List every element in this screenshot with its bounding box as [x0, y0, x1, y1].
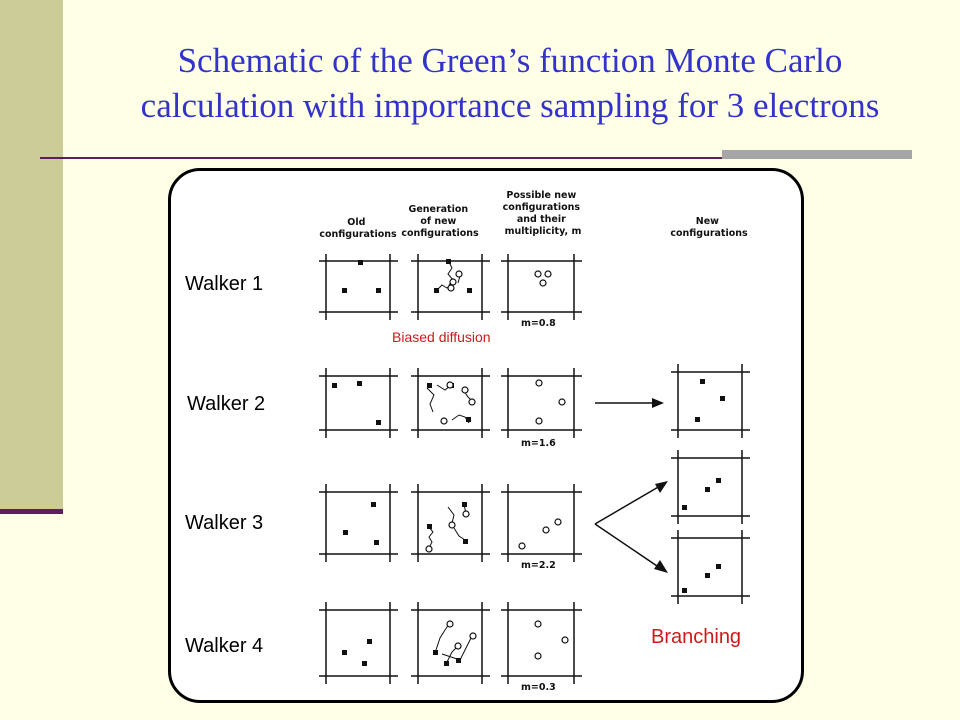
walker-3-generation-points — [425, 502, 470, 553]
header-generation-l1: Generation — [409, 204, 469, 215]
walker-2-copy-arrow — [595, 398, 664, 408]
walker-4-multiplicity: m=0.3 — [521, 682, 556, 693]
walker-2-old-electrons — [332, 381, 381, 425]
walker-4-generation — [411, 602, 490, 684]
walker-2-multiplicity: m=1.6 — [521, 438, 556, 449]
header-generation: Generation of new configurations — [401, 204, 479, 239]
slide-title: Schematic of the Green’s function Monte … — [70, 38, 950, 128]
header-possible-l3: and their — [517, 214, 566, 225]
header-generation-l3: configurations — [401, 228, 479, 239]
header-new-l1: New — [696, 216, 719, 227]
walker-1-generation-points — [434, 259, 472, 293]
walker-1-multiplicity: m=0.8 — [521, 318, 556, 329]
walker-2-label: Walker 2 — [187, 393, 266, 415]
header-old-l2: configurations — [319, 229, 397, 240]
walker-2-possible — [501, 368, 582, 438]
title-line-2: calculation with importance sampling for… — [140, 86, 880, 125]
title-divider-accent — [722, 150, 912, 159]
walker-2-old-config — [319, 368, 398, 438]
header-generation-l2: of new — [420, 216, 456, 227]
walker-4-possible — [501, 602, 582, 684]
walker-2-new-electrons — [695, 379, 725, 422]
header-old: Old configurations — [319, 217, 397, 240]
walker-4-generation-points — [433, 620, 477, 666]
walker-3-possible — [501, 484, 582, 562]
header-new-l2: configurations — [670, 228, 748, 239]
walker-3-new-config-b — [671, 530, 750, 604]
walker-3-label: Walker 3 — [185, 512, 264, 534]
walker-3-multiplicity: m=2.2 — [521, 560, 556, 571]
header-possible: Possible new configurations and their mu… — [503, 190, 584, 237]
walker-3-old-electrons — [343, 502, 379, 545]
walker-1-label: Walker 1 — [185, 273, 264, 295]
walker-4-old-config — [319, 602, 398, 684]
branching-arrows — [594, 481, 668, 573]
gfmc-schematic: Old configurations Generation of new con… — [312, 184, 752, 696]
header-old-l1: Old — [347, 217, 365, 228]
side-decor-bar-edge — [0, 509, 63, 514]
walker-3-old-config — [319, 484, 398, 562]
walker-1-old-config — [319, 254, 398, 320]
walker-3-new-config-a — [671, 450, 750, 524]
header-possible-l1: Possible new — [506, 190, 576, 201]
walker-4-label: Walker 4 — [185, 635, 264, 657]
walker-3-generation — [411, 484, 490, 562]
biased-diffusion-label: Biased diffusion — [392, 329, 491, 345]
branching-label: Branching — [651, 626, 742, 648]
walker-2-new-config — [671, 364, 750, 438]
walker-3-new-electrons-b — [682, 564, 721, 593]
walker-3-new-electrons-a — [682, 478, 721, 510]
title-divider — [40, 157, 912, 159]
header-possible-l2: configurations — [503, 202, 581, 213]
walker-1-old-electrons — [342, 260, 381, 293]
walker-1-possible — [501, 254, 582, 320]
walker-2-generation-points — [427, 381, 476, 425]
side-decor-bar — [0, 0, 63, 512]
title-line-1: Schematic of the Green’s function Monte … — [177, 41, 843, 80]
header-new: New configurations — [670, 216, 748, 239]
header-possible-l4: multiplicity, m — [505, 226, 582, 237]
walker-4-old-electrons — [342, 639, 372, 666]
